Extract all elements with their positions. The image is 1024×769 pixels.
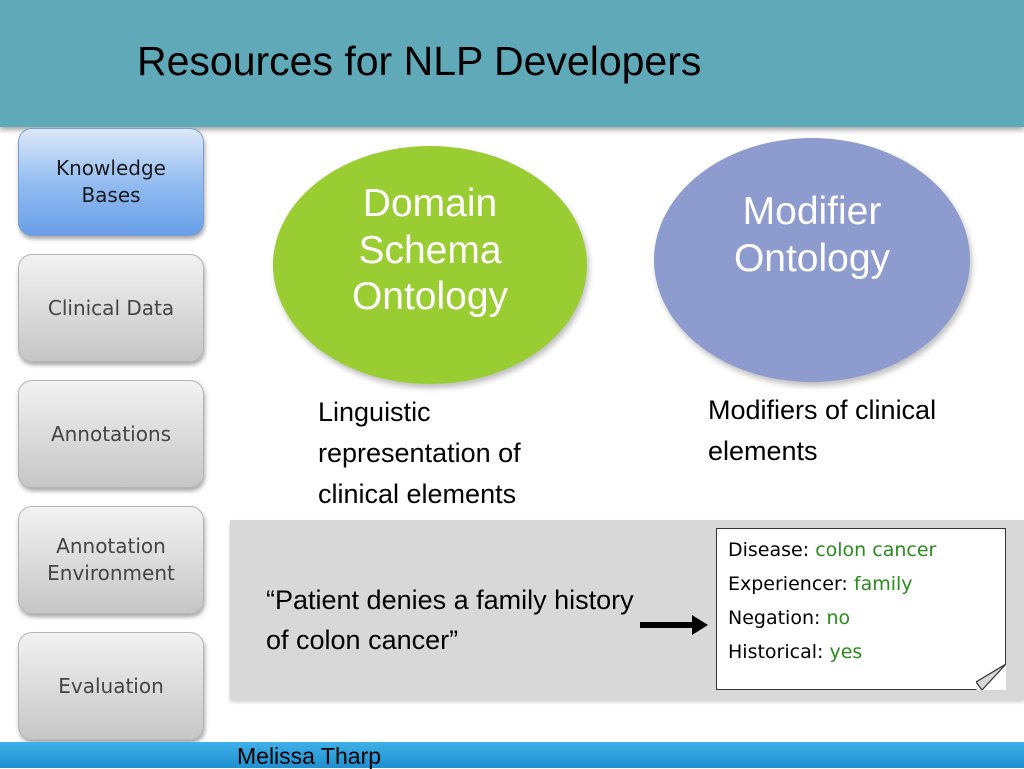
annotation-row: Disease: colon cancer	[728, 533, 1005, 567]
footer-bar	[0, 742, 1024, 768]
domain-schema-ontology-ellipse: Domain Schema Ontology	[273, 146, 587, 384]
slide-title: Resources for NLP Developers	[137, 38, 702, 84]
annotation-row: Experiencer: family	[728, 567, 1005, 601]
modifier-caption: Modifiers of clinical elements	[708, 395, 937, 466]
nav-item-annotation-environment[interactable]: Annotation Environment	[18, 506, 204, 614]
slide-header	[0, 0, 1024, 127]
annotation-key: Negation:	[728, 607, 821, 629]
modifier-ontology-label: Modifier Ontology	[733, 190, 891, 280]
annotation-row: Negation: no	[728, 601, 1005, 635]
annotation-key: Disease:	[728, 539, 810, 561]
annotation-value: yes	[829, 641, 863, 663]
nav-item-label: Annotation Environment	[47, 534, 175, 585]
domain-caption: Linguistic representation of clinical el…	[318, 397, 521, 509]
annotation-row: Historical: yes	[728, 635, 1005, 669]
nav-item-label: Annotations	[50, 421, 172, 446]
nav-item-clinical-data[interactable]: Clinical Data	[18, 254, 204, 362]
page-curl-icon	[976, 664, 1006, 690]
nav-item-label: Evaluation	[58, 673, 164, 698]
nav-item-knowledge-bases[interactable]: Knowledge Bases	[18, 128, 204, 236]
modifier-ontology-ellipse: Modifier Ontology	[654, 138, 970, 382]
nav-item-label: Knowledge Bases	[56, 156, 166, 207]
domain-schema-ontology-label: Domain Schema Ontology	[351, 181, 509, 319]
annotation-value: no	[826, 607, 851, 629]
annotation-value: colon cancer	[815, 539, 937, 561]
example-quote: “Patient denies a family history of colo…	[266, 585, 634, 655]
author-name: Melissa Tharp	[237, 743, 382, 769]
nav-item-label: Clinical Data	[47, 295, 175, 320]
nav-item-evaluation[interactable]: Evaluation	[18, 632, 204, 740]
annotation-note: Disease: colon cancer Experiencer: famil…	[716, 528, 1006, 690]
nav-item-annotations[interactable]: Annotations	[18, 380, 204, 488]
annotation-key: Experiencer:	[728, 573, 848, 595]
right-arrow-icon	[640, 615, 708, 635]
annotation-value: family	[853, 573, 913, 595]
annotation-key: Historical:	[728, 641, 824, 663]
